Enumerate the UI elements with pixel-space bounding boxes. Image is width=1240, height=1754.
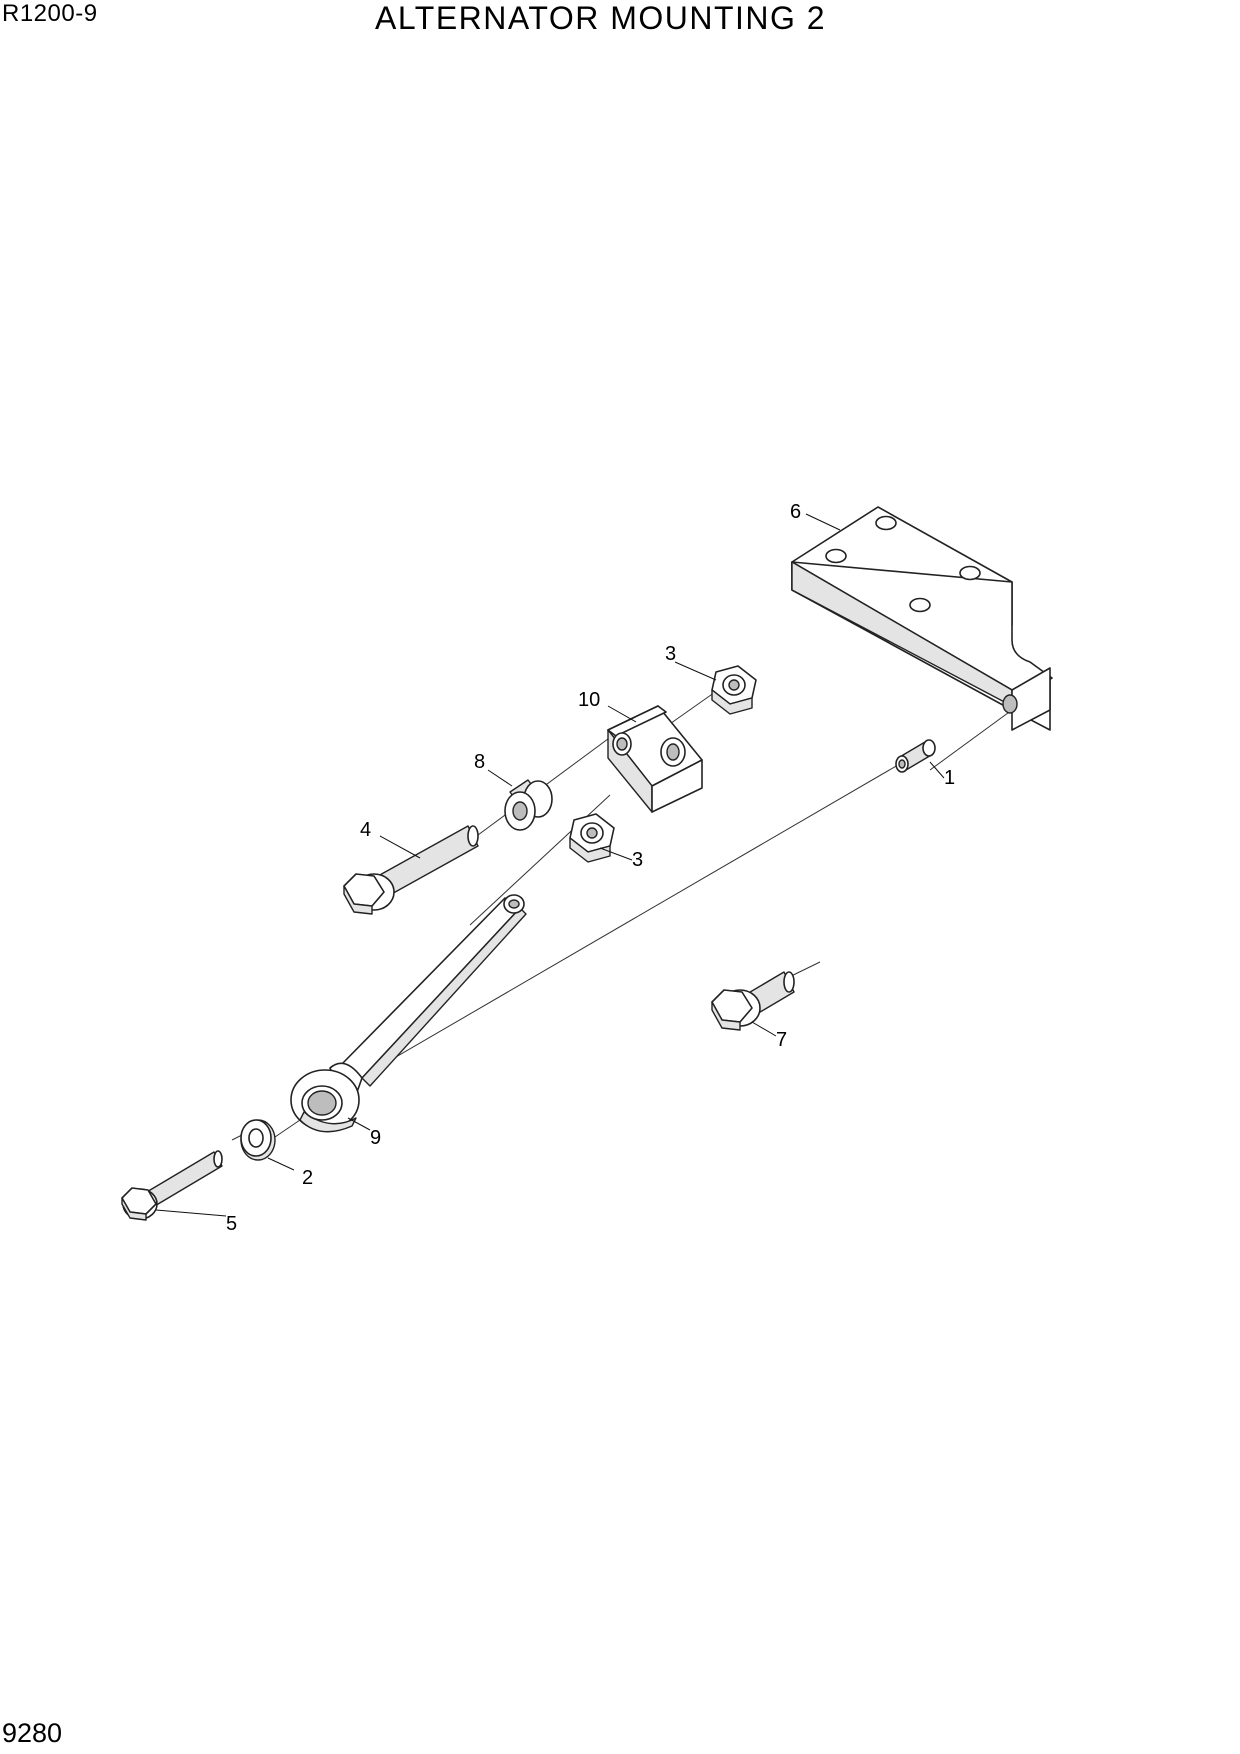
- bolt-part-4: [343, 825, 479, 915]
- callout-1: 1: [944, 767, 955, 789]
- callout-5: 5: [226, 1213, 237, 1235]
- callout-2: 2: [302, 1167, 313, 1189]
- nut-part-3-upper: [711, 665, 757, 715]
- callout-7: 7: [776, 1029, 787, 1051]
- page-number: 9280: [2, 1718, 63, 1748]
- model-code: R1200-9: [2, 0, 98, 27]
- block-part-10: [607, 705, 703, 813]
- leader-lines: [155, 513, 945, 1217]
- callout-labels: 6 3 10 8 4 3 1 7 9 2 5: [226, 501, 955, 1235]
- page-title: ALTERNATOR MOUNTING 2: [375, 0, 827, 36]
- callout-3-upper: 3: [665, 643, 676, 665]
- bolt-part-7: [711, 971, 795, 1031]
- nut-part-3-lower: [569, 813, 615, 863]
- link-arm-part-9: [290, 894, 527, 1133]
- callout-8: 8: [474, 751, 485, 773]
- washer-part-2: [240, 1119, 276, 1161]
- bracket-part-6: [791, 506, 1053, 731]
- callout-9: 9: [370, 1127, 381, 1149]
- bolt-part-5: [121, 1150, 223, 1221]
- callout-3-lower: 3: [632, 849, 643, 871]
- callout-10: 10: [578, 689, 600, 711]
- callout-4: 4: [360, 819, 371, 841]
- sleeve-part-1: [895, 739, 936, 773]
- callout-6: 6: [790, 501, 801, 523]
- spacer-part-8: [504, 779, 553, 831]
